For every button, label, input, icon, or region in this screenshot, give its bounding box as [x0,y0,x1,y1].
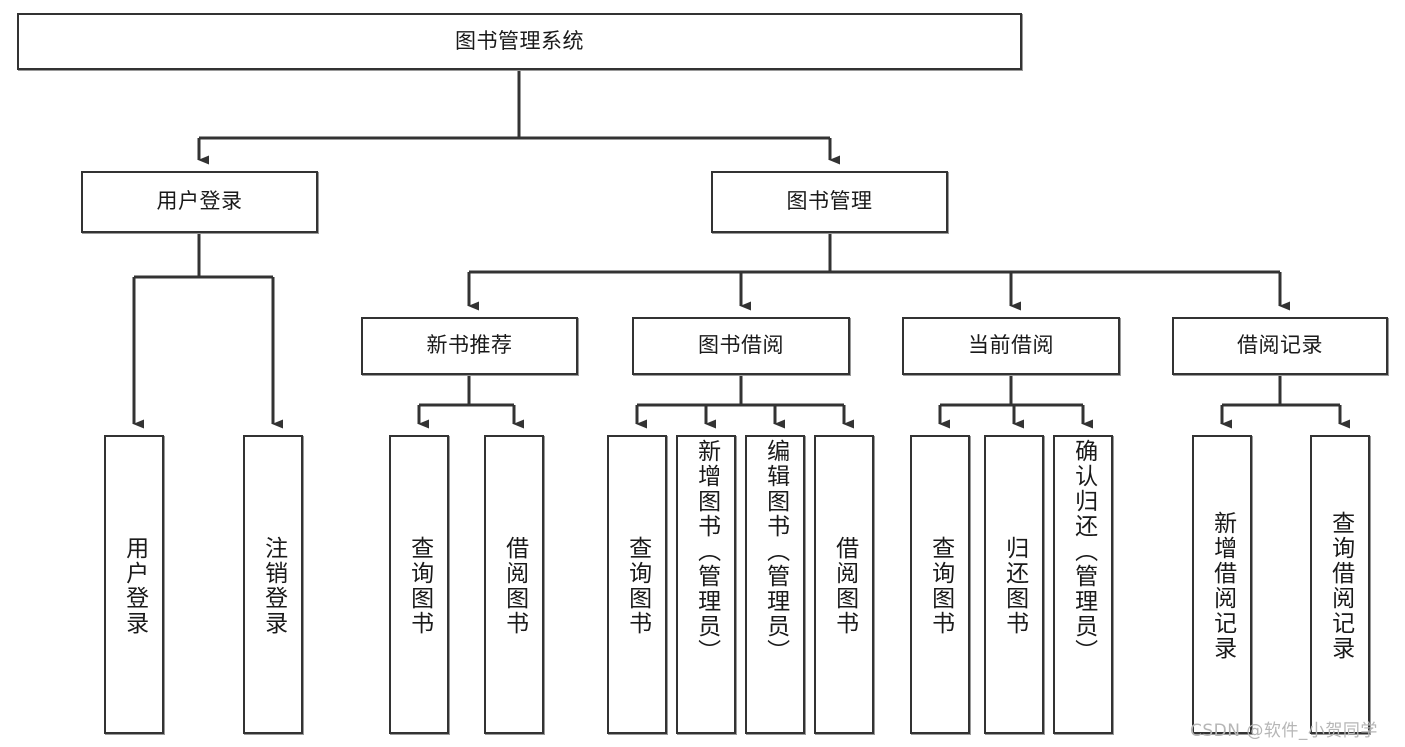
node-leaf-query-book-3-label: 查询图书 [927,535,954,636]
node-leaf-add-book[interactable]: 新增图书（管理员） [676,435,736,734]
node-leaf-query-book-2[interactable]: 查询图书 [607,435,667,734]
node-user-login-label: 用户登录 [156,189,243,214]
node-book-manage-label: 图书管理 [786,189,873,214]
node-current-borrow-label: 当前借阅 [968,333,1054,358]
node-leaf-query-book-3[interactable]: 查询图书 [910,435,970,734]
node-leaf-query-record-label: 查询借阅记录 [1327,510,1354,661]
node-leaf-edit-book[interactable]: 编辑图书（管理员） [745,435,805,734]
node-leaf-borrow-book-2-label: 借阅图书 [831,535,858,636]
node-new-book-recommend-label: 新书推荐 [426,333,513,358]
node-leaf-query-book-2-label: 查询图书 [624,535,651,636]
node-leaf-confirm-return[interactable]: 确认归还（管理员） [1053,435,1113,734]
node-leaf-query-book-1-label: 查询图书 [406,535,433,636]
node-leaf-query-record[interactable]: 查询借阅记录 [1310,435,1370,734]
node-book-borrow[interactable]: 图书借阅 [632,317,850,375]
node-leaf-query-book-1[interactable]: 查询图书 [389,435,449,734]
node-leaf-borrow-book-1[interactable]: 借阅图书 [484,435,544,734]
node-leaf-user-login-label: 用户登录 [121,535,148,636]
node-user-login[interactable]: 用户登录 [81,171,318,233]
node-leaf-confirm-return-label: 确认归还（管理员） [1070,439,1097,664]
node-leaf-return-book[interactable]: 归还图书 [984,435,1044,734]
node-leaf-add-book-label: 新增图书（管理员） [693,439,720,664]
node-leaf-user-logout-label: 注销登录 [260,535,287,636]
node-borrow-record[interactable]: 借阅记录 [1172,317,1388,375]
node-leaf-add-record-label: 新增借阅记录 [1209,510,1236,661]
node-leaf-borrow-book-1-label: 借阅图书 [501,535,528,636]
node-leaf-user-login[interactable]: 用户登录 [104,435,164,734]
node-root-label: 图书管理系统 [455,28,584,53]
node-leaf-edit-book-label: 编辑图书（管理员） [762,439,789,664]
csdn-watermark: CSDN @软件_小贺同学 [1190,721,1378,741]
node-new-book-recommend[interactable]: 新书推荐 [361,317,578,375]
node-current-borrow[interactable]: 当前借阅 [902,317,1120,375]
node-book-manage[interactable]: 图书管理 [711,171,948,233]
node-leaf-borrow-book-2[interactable]: 借阅图书 [814,435,874,734]
node-book-borrow-label: 图书借阅 [698,333,784,358]
node-leaf-return-book-label: 归还图书 [1001,535,1028,636]
node-root[interactable]: 图书管理系统 [17,13,1022,70]
node-borrow-record-label: 借阅记录 [1237,333,1323,358]
node-leaf-user-logout[interactable]: 注销登录 [243,435,303,734]
node-leaf-add-record[interactable]: 新增借阅记录 [1192,435,1252,734]
